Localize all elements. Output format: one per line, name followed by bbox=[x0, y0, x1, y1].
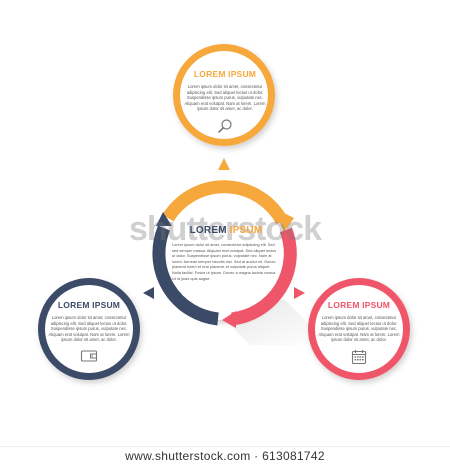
center-face bbox=[158, 188, 290, 320]
magnifier-icon bbox=[218, 119, 232, 133]
center-text: LOREM IPSUM Lorem ipsum dolor sit amet, … bbox=[172, 225, 280, 281]
node-right-body: Lorem ipsum dolor sit amet, consectetur … bbox=[318, 315, 400, 343]
node-right-text: LOREM IPSUM Lorem ipsum dolor sit amet, … bbox=[318, 300, 400, 365]
node-left-body: Lorem ipsum dolor sit amet, consectetur … bbox=[48, 315, 130, 343]
center-arc-navy bbox=[152, 225, 219, 326]
footer-bar bbox=[0, 446, 450, 471]
center-title-part2: IPSUM bbox=[229, 225, 263, 236]
node-right-face bbox=[315, 285, 403, 373]
node-top-body: Lorem ipsum dolor sit amet, consectetur … bbox=[184, 84, 266, 112]
node-top-text: LOREM IPSUM Lorem ipsum dolor sit amet, … bbox=[180, 69, 270, 134]
center-body: Lorem ipsum dolor sit amet, consectetur … bbox=[172, 242, 277, 281]
node-right bbox=[308, 278, 410, 380]
node-left-title: LOREM IPSUM bbox=[57, 300, 121, 310]
arrow-to-left bbox=[143, 287, 154, 299]
arrow-to-top bbox=[218, 158, 230, 170]
arrow-to-right bbox=[294, 287, 305, 299]
node-left bbox=[38, 278, 140, 380]
calendar-icon bbox=[351, 349, 367, 365]
footer-text: www.shutterstock.com · 613081742 bbox=[125, 449, 325, 463]
node-left-face bbox=[45, 285, 133, 373]
center-arc-red bbox=[231, 227, 297, 326]
center-title-part1: LOREM bbox=[189, 225, 227, 236]
center-arrowhead-orange bbox=[274, 208, 294, 232]
center-title: LOREM IPSUM bbox=[172, 225, 280, 236]
node-top-face bbox=[180, 51, 268, 139]
node-top bbox=[173, 44, 275, 146]
node-right-title: LOREM IPSUM bbox=[327, 300, 391, 310]
center-arrowhead-navy bbox=[156, 212, 172, 226]
center-arc-orange bbox=[162, 180, 288, 225]
center-arrowhead-red bbox=[222, 311, 236, 328]
center-cycle bbox=[152, 180, 330, 345]
node-left-text: LOREM IPSUM Lorem ipsum dolor sit amet, … bbox=[48, 300, 130, 363]
node-top-title: LOREM IPSUM bbox=[193, 69, 257, 79]
wallet-icon bbox=[80, 350, 98, 362]
